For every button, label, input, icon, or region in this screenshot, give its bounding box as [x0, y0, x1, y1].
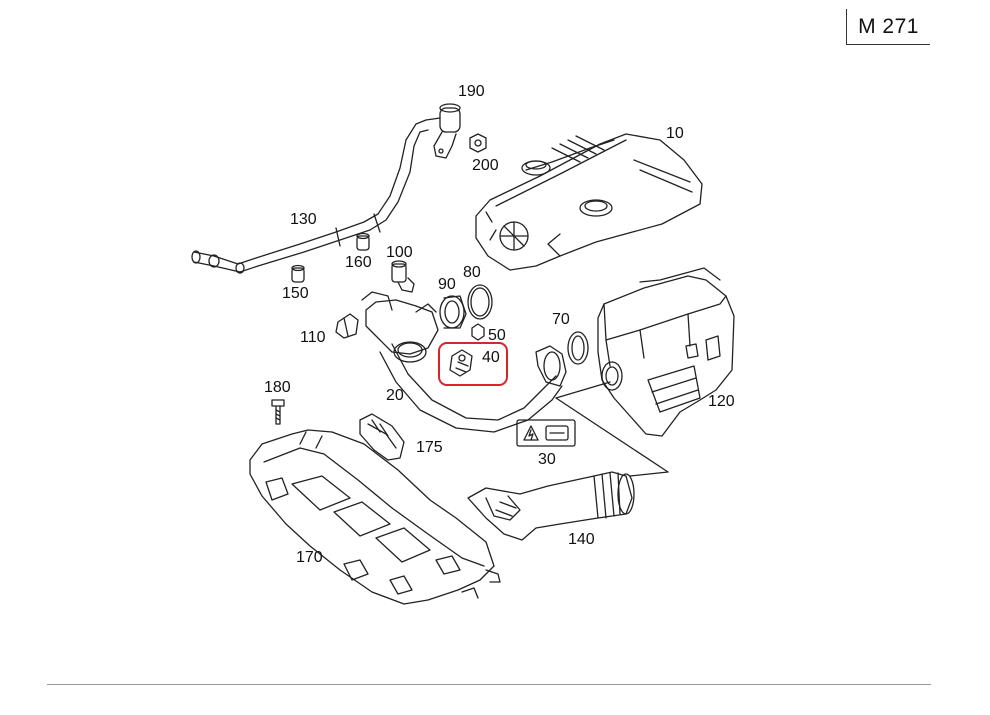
part-label-80[interactable]: 80	[463, 264, 481, 281]
part-label-150[interactable]: 150	[282, 285, 309, 302]
gasket-175	[359, 413, 405, 461]
connector-100	[391, 260, 415, 293]
intake-pipe-140	[467, 471, 635, 541]
part-label-190[interactable]: 190	[458, 83, 485, 100]
fitting-40	[449, 349, 473, 377]
nut-200	[469, 133, 487, 153]
part-label-100[interactable]: 100	[386, 244, 413, 261]
air-filter-housing-120	[597, 267, 735, 437]
part-label-110[interactable]: 110	[300, 329, 326, 346]
part-label-40[interactable]: 40	[482, 349, 500, 366]
intake-duct-20	[361, 291, 567, 433]
part-label-120[interactable]: 120	[708, 393, 735, 410]
part-label-50[interactable]: 50	[488, 327, 506, 344]
warning-label-30	[516, 419, 576, 447]
part-label-70[interactable]: 70	[552, 311, 570, 328]
part-label-30[interactable]: 30	[538, 451, 556, 468]
bolt-180	[271, 399, 285, 425]
part-label-140[interactable]: 140	[568, 531, 595, 548]
bottom-divider	[47, 684, 931, 685]
part-label-90[interactable]: 90	[438, 276, 456, 293]
model-code: M 271	[858, 14, 919, 38]
leader-lines	[555, 381, 669, 477]
breather-hose-130	[191, 119, 429, 274]
breather-valve-190	[425, 103, 461, 159]
sleeve-150	[291, 264, 305, 283]
sleeve-160	[356, 232, 370, 251]
highlight-box	[438, 342, 508, 386]
seal-ring-90	[439, 295, 467, 329]
engine-cover-10	[475, 133, 703, 271]
clamp-110	[335, 313, 359, 339]
part-label-20[interactable]: 20	[386, 387, 404, 404]
part-label-10[interactable]: 10	[666, 125, 684, 142]
splash-shield-170	[249, 429, 501, 605]
part-label-175[interactable]: 175	[416, 439, 443, 456]
model-code-box: M 271	[846, 9, 930, 45]
part-label-180[interactable]: 180	[264, 379, 291, 396]
clamp-ring-80	[467, 284, 493, 320]
part-label-130[interactable]: 130	[290, 211, 317, 228]
part-label-200[interactable]: 200	[472, 157, 499, 174]
part-label-160[interactable]: 160	[345, 254, 372, 271]
nut-50	[471, 323, 485, 341]
part-label-170[interactable]: 170	[296, 549, 323, 566]
seal-ring-70	[567, 331, 589, 365]
